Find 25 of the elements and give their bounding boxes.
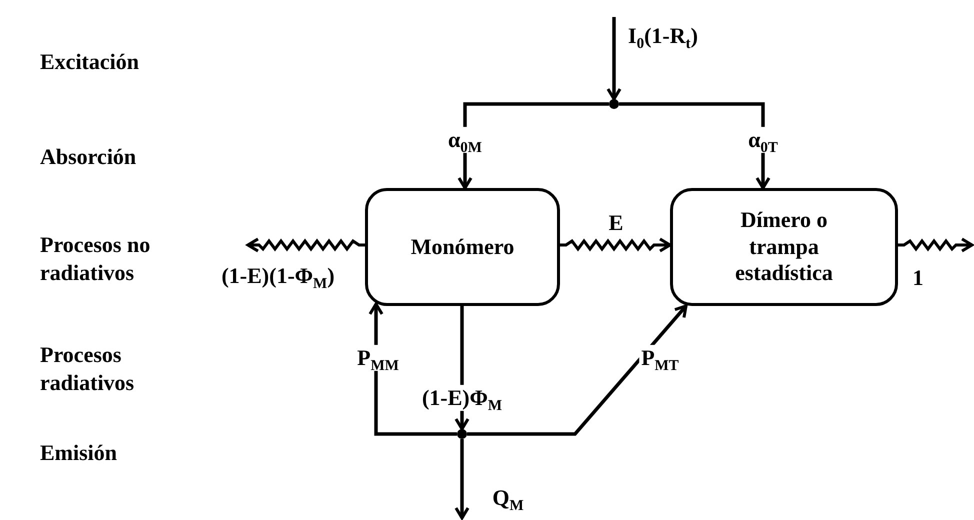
edge-label: (1-E)Φ$_{M}$ (420, 384, 504, 412)
junction-dot (457, 429, 467, 439)
process-box (670, 188, 898, 306)
arrow (467, 304, 688, 436)
wavy-arrow (560, 238, 672, 252)
junction-dot (609, 99, 619, 109)
arrow (454, 439, 470, 520)
edge-label: α$_{0T}$ (746, 126, 780, 154)
wavy-arrow (246, 238, 365, 252)
wavy-arrow (898, 238, 974, 252)
arrow (606, 17, 622, 100)
edge-label: P$_{MT}$ (639, 344, 681, 372)
edge-label: α$_{0M}$ (446, 126, 484, 154)
arrow (619, 102, 770, 190)
arrow (458, 102, 609, 190)
arrow (368, 302, 457, 436)
row-label: Absorción (40, 143, 138, 171)
row-label: Emisión (40, 439, 118, 467)
box-text: Monómero (410, 234, 514, 260)
edge-label: P$_{MM}$ (355, 344, 401, 372)
row-label: Procesos no radiativos (40, 231, 152, 287)
process-box (365, 188, 560, 306)
row-label: Excitación (40, 48, 140, 76)
box-text: Dímero o trampa estadística (734, 207, 834, 287)
row-label: Procesos radiativos (40, 341, 136, 397)
